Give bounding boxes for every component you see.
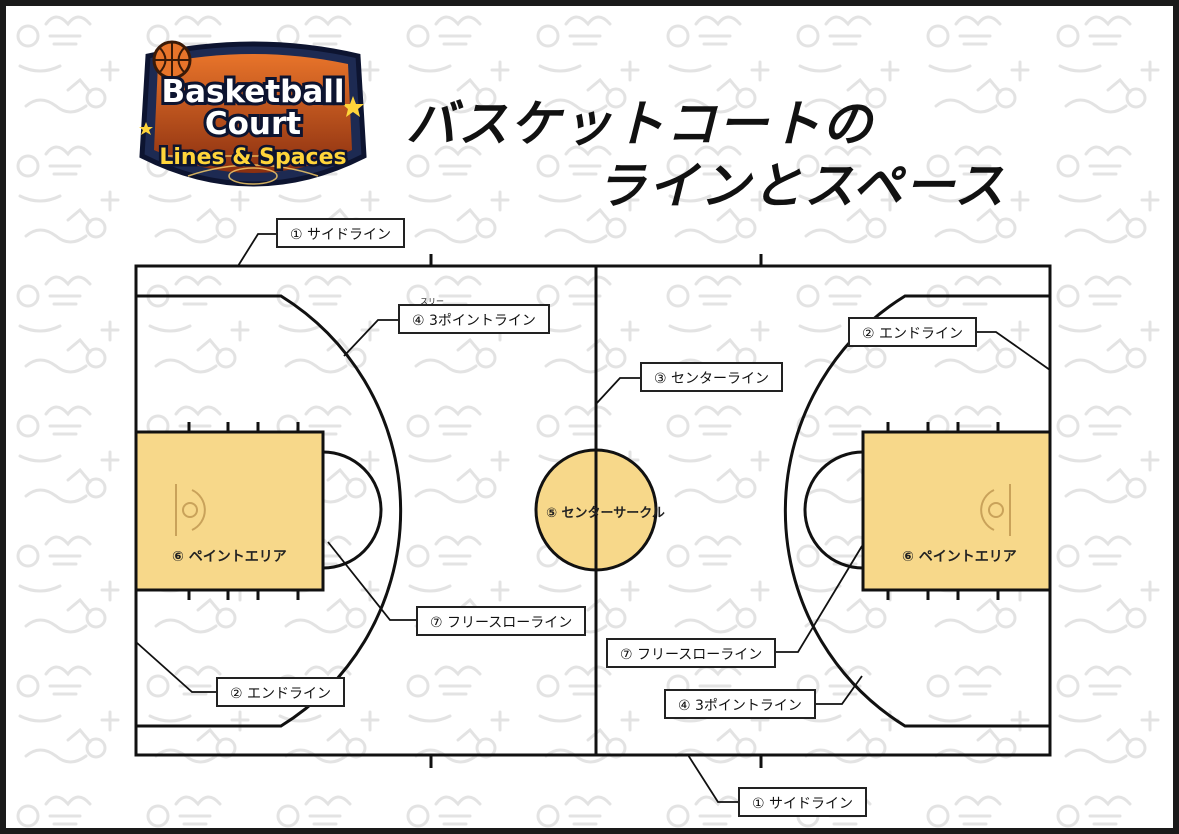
label-centerline: ③ センターライン <box>640 362 784 392</box>
paint-area-left <box>134 430 325 592</box>
leader-sideline-top <box>237 233 276 267</box>
leader-sideline-bottom <box>687 754 738 803</box>
paint-area-right <box>861 430 1052 592</box>
leader-three-point-right <box>814 675 863 705</box>
logo-title-3: Lines & Spaces <box>159 145 346 170</box>
court-boundary <box>134 264 1052 757</box>
leader-centerline <box>595 377 640 405</box>
title-line-1: バスケットコートの <box>406 95 874 153</box>
label-freethrow-right: ⑦ フリースローライン <box>606 638 777 668</box>
label-endline-right: ② エンドライン <box>848 317 978 347</box>
paint-area-left-label: ⑥ ペイントエリア <box>172 549 287 565</box>
free-throw-circle-left <box>322 450 383 570</box>
label-three-point-right: ④ 3ポイントライン <box>664 689 816 719</box>
label-endline-left: ② エンドライン <box>216 677 346 707</box>
center-circle-label: ⑤ センターサークル <box>546 506 665 521</box>
logo-title-2: Court <box>205 106 301 142</box>
leader-freethrow-left <box>327 541 416 621</box>
leader-endline-right <box>970 331 1051 371</box>
logo-title-1: Basketball <box>162 74 345 110</box>
leader-endline-left <box>135 641 216 693</box>
logo-badge: Basketball Court Lines & Spaces <box>139 40 367 187</box>
label-sideline-top: ① サイドライン <box>276 218 406 248</box>
label-three-point-left: ④ 3ポイントライン <box>398 304 550 334</box>
basketball-court <box>134 233 1052 803</box>
free-throw-circle-right <box>803 450 864 570</box>
title-line-2: ラインとスペース <box>596 157 1006 215</box>
diagram-frame: Basketball Court Lines & Spaces バスケットコート… <box>6 6 1173 828</box>
leader-three-point-left <box>343 319 398 357</box>
paint-area-right-label: ⑥ ペイントエリア <box>902 549 1017 565</box>
leader-freethrow-right <box>774 545 863 653</box>
label-three-point-left-ruby: スリー <box>420 297 444 306</box>
label-freethrow-left: ⑦ フリースローライン <box>416 606 587 636</box>
label-sideline-bottom: ① サイドライン <box>738 787 868 817</box>
